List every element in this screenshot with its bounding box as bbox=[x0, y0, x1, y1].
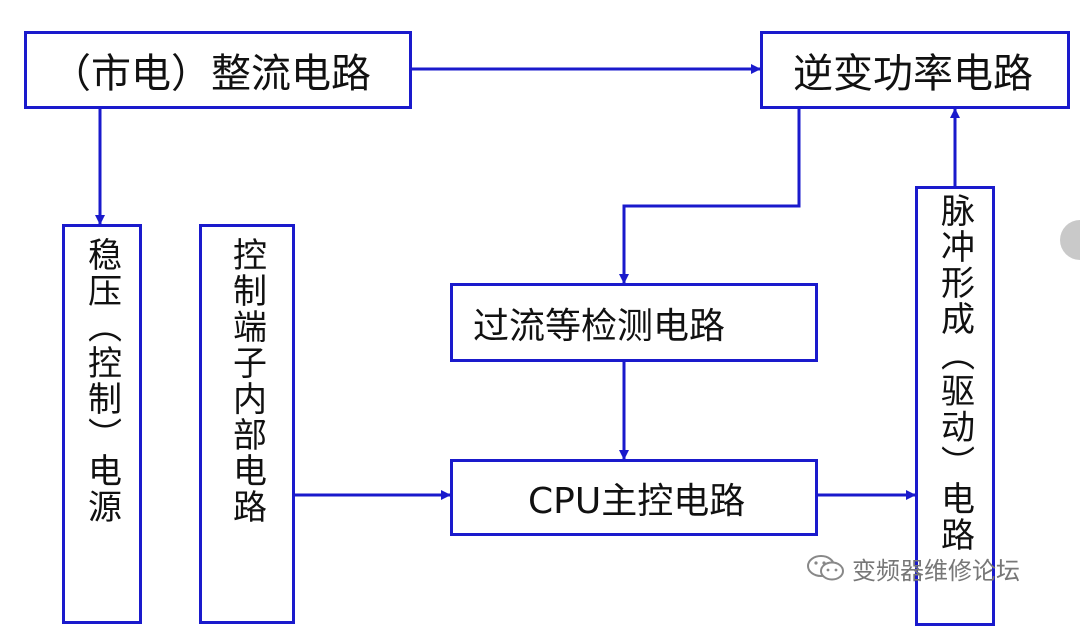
pulse-label: 脉冲形成（驱动）电路 bbox=[934, 193, 975, 553]
rectifier-box: （市电）整流电路 bbox=[24, 31, 412, 109]
scroll-handle[interactable] bbox=[1060, 220, 1080, 260]
rectifier-label: （市电）整流电路 bbox=[51, 51, 371, 97]
inverter-box: 逆变功率电路 bbox=[760, 31, 1070, 109]
detect-label: 过流等检测电路 bbox=[473, 305, 726, 347]
cpu-label: CPU主控电路 bbox=[528, 480, 746, 522]
arrow-inverter-to-detect bbox=[619, 109, 801, 284]
cpu-box: CPU主控电路 bbox=[450, 459, 818, 536]
regulator-label: 稳压（控制）电源 bbox=[81, 237, 122, 525]
regulator-box: 稳压（控制）电源 bbox=[62, 224, 142, 624]
detect-box: 过流等检测电路 bbox=[450, 283, 818, 362]
inverter-label: 逆变功率电路 bbox=[793, 51, 1033, 97]
terminal-label: 控制端子内部电路 bbox=[226, 237, 267, 525]
terminal-box: 控制端子内部电路 bbox=[199, 224, 295, 624]
pulse-box: 脉冲形成（驱动）电路 bbox=[915, 186, 995, 626]
watermark: 变频器维修论坛 bbox=[806, 548, 1020, 588]
wechat-icon bbox=[807, 555, 844, 581]
watermark-text: 变频器维修论坛 bbox=[852, 556, 1020, 585]
